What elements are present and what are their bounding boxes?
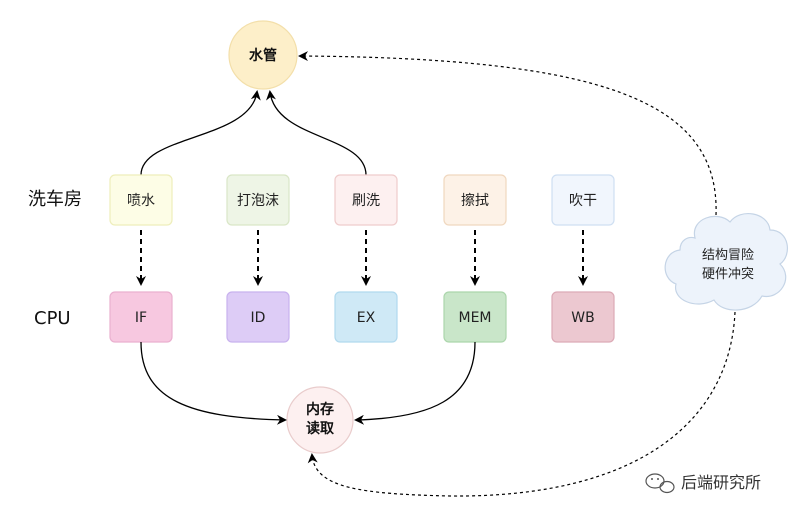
cpu-stage-label: WB — [571, 310, 594, 326]
cpu-stage-label: ID — [251, 310, 266, 326]
hazard-to-pipe-connector — [298, 51, 717, 216]
wash-step-label: 喷水 — [127, 193, 155, 209]
wechat-icon — [645, 473, 675, 494]
wash-step-box: 刷洗 — [334, 174, 398, 226]
spray-to-pipe-connector — [140, 90, 261, 176]
memory-label-line1: 内存 — [306, 401, 334, 418]
cpu-stage-box: EX — [334, 291, 398, 343]
step-mapping-arrows — [136, 230, 588, 286]
wash-step-box: 吹干 — [551, 174, 615, 226]
cpu-stage-box: WB — [551, 291, 615, 343]
cpu-stage-label: IF — [135, 310, 147, 326]
hazard-to-memory-connector — [307, 311, 736, 497]
wash-step-box: 擦拭 — [443, 174, 507, 226]
wash-step-label: 刷洗 — [352, 193, 380, 209]
water-pipe-label: 水管 — [249, 47, 277, 64]
wash-step-box: 打泡沫 — [226, 174, 290, 226]
structural-hazard-cloud: 结构冒险 硬件冲突 — [664, 213, 788, 311]
cpu-row-label: CPU — [34, 308, 71, 329]
wash-step-label: 打泡沫 — [237, 192, 279, 209]
brush-to-pipe-connector — [266, 90, 367, 176]
if-to-memory-connector — [140, 341, 287, 425]
wash-steps: 喷水 打泡沫 刷洗 擦拭 吹干 — [109, 174, 615, 226]
cpu-stage-box: MEM — [443, 291, 507, 343]
mem-to-memory-connector — [354, 341, 476, 425]
wash-step-label: 擦拭 — [461, 192, 489, 209]
hazard-label-line1: 结构冒险 — [702, 248, 754, 263]
cpu-stage-label: MEM — [458, 310, 491, 326]
watermark-text: 后端研究所 — [681, 473, 761, 492]
water-pipe-node: 水管 — [228, 20, 298, 90]
watermark: 后端研究所 — [645, 473, 761, 494]
memory-read-node: 内存 读取 — [286, 386, 354, 454]
wash-row-label: 洗车房 — [28, 189, 82, 210]
cpu-stage-box: IF — [109, 291, 173, 343]
memory-label-line2: 读取 — [306, 420, 335, 437]
wash-step-label: 吹干 — [569, 193, 597, 209]
cpu-stage-box: ID — [226, 291, 290, 343]
cpu-stages: IF ID EX MEM WB — [109, 291, 615, 343]
hazard-label-line2: 硬件冲突 — [702, 266, 754, 282]
wash-step-box: 喷水 — [109, 174, 173, 226]
cpu-stage-label: EX — [357, 310, 376, 326]
